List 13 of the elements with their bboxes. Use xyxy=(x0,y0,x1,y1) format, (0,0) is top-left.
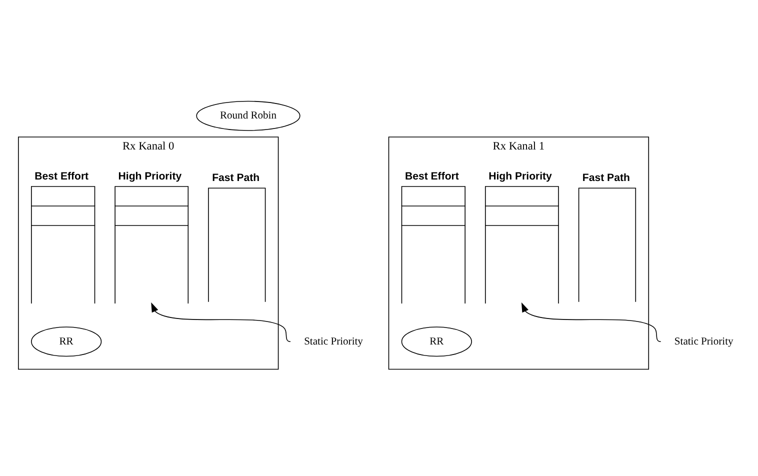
node-text: High Priority xyxy=(118,170,182,182)
node-ellipse: RR xyxy=(401,326,472,356)
node-text: High Priority xyxy=(488,170,552,182)
node-text: Best Effort xyxy=(34,170,89,182)
node-text: Static Priority xyxy=(304,336,363,347)
node-text: Best Effort xyxy=(404,170,459,182)
node-ellipse: Round Robin xyxy=(196,100,300,130)
arrow xyxy=(151,302,291,342)
node-ellipse: RR xyxy=(31,326,102,356)
node-text: Static Priority xyxy=(674,336,734,347)
node-text: Fast Path xyxy=(212,172,260,184)
node-text: Fast Path xyxy=(582,172,630,184)
arrow xyxy=(521,302,662,342)
